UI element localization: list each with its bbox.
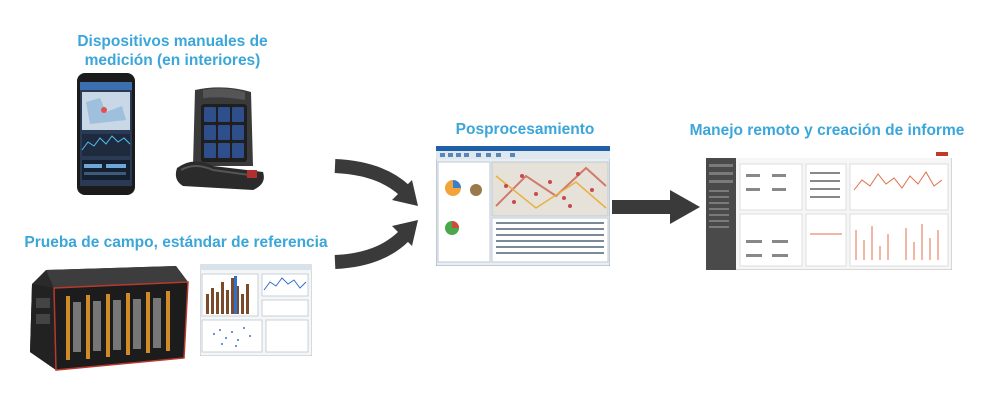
arrow-post-to-remote: [612, 190, 700, 224]
manual-devices-label: Dispositivos manuales de medición (en in…: [60, 32, 285, 70]
measurement-box-icon: [26, 262, 190, 372]
manual-devices-label-line1: Dispositivos manuales de: [77, 33, 268, 50]
arrow-manual-to-post: [334, 159, 418, 206]
dashboard-screenshot-icon: [706, 150, 952, 270]
remote-reporting-label: Manejo remoto y creación de informe: [689, 122, 965, 139]
arrow-field-to-post: [334, 220, 418, 269]
backpack-icon: [173, 86, 271, 194]
manual-devices-label-line2: medición (en interiores): [84, 52, 261, 69]
smartphone-icon: [76, 72, 136, 196]
postprocessing-screenshot-icon: [436, 146, 610, 266]
software-screenshot-icon: [200, 264, 312, 356]
field-test-label: Prueba de campo, estándar de referencia: [24, 234, 328, 251]
postprocessing-label: Posprocesamiento: [455, 121, 595, 138]
